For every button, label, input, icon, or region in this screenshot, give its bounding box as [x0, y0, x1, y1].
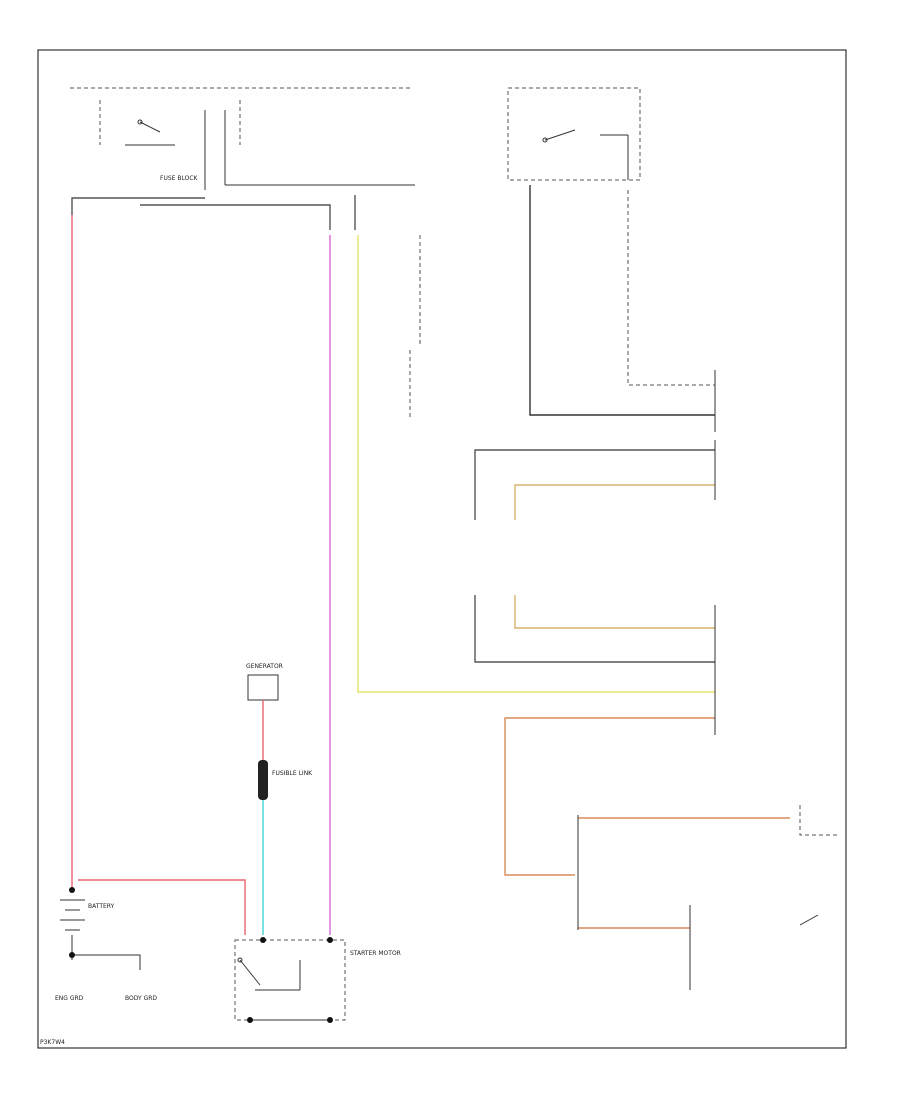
ignition-switch-box	[70, 87, 410, 145]
wire-red-battery-feed	[71, 215, 246, 935]
wire-orange-tcm	[578, 817, 790, 929]
battery-label: BATTERY	[88, 903, 115, 910]
battery	[60, 899, 141, 970]
ignition-switch	[125, 110, 415, 190]
splice-dot	[327, 937, 333, 943]
wire-gray-upper	[474, 449, 715, 520]
generator-box	[247, 674, 279, 701]
starter-motor-box	[234, 939, 346, 1021]
diagram-code: P3K7W4	[40, 1039, 65, 1046]
body-grd-label: BODY GRD	[125, 995, 157, 1002]
range-switch-contact	[799, 914, 819, 926]
splice-dot	[69, 887, 75, 893]
splice-dot	[247, 1017, 253, 1023]
eng-grd-label: ENG GRD	[55, 995, 84, 1002]
trans-range-switch-box	[799, 805, 840, 836]
fusible-link	[258, 760, 268, 800]
park-neutral-switch	[542, 129, 629, 180]
fusible-link-label: FUSIBLE LINK	[272, 770, 313, 777]
top-harness-wire	[71, 195, 356, 230]
wire-tan-upper	[514, 484, 715, 520]
splice-dot	[69, 952, 75, 958]
splice-dot	[260, 937, 266, 943]
fuse-block-label: FUSE BLOCK	[160, 175, 199, 182]
wire-tan-lower	[514, 595, 715, 629]
diagram-border	[37, 49, 847, 1049]
splice-vertical	[409, 235, 421, 420]
generator-label: GENERATOR	[246, 663, 283, 670]
wire-orange-range	[504, 717, 715, 876]
wire-yellow-crank	[357, 235, 715, 693]
starter-solenoid	[237, 957, 330, 1021]
starter-motor-label: STARTER MOTOR	[350, 950, 401, 957]
wire-gray-lower	[474, 595, 715, 663]
wire-dash-park	[627, 190, 715, 386]
splice-dot	[327, 1017, 333, 1023]
park-neutral-switch-box	[507, 87, 641, 181]
wire-dark-fuel-pump	[529, 185, 715, 416]
